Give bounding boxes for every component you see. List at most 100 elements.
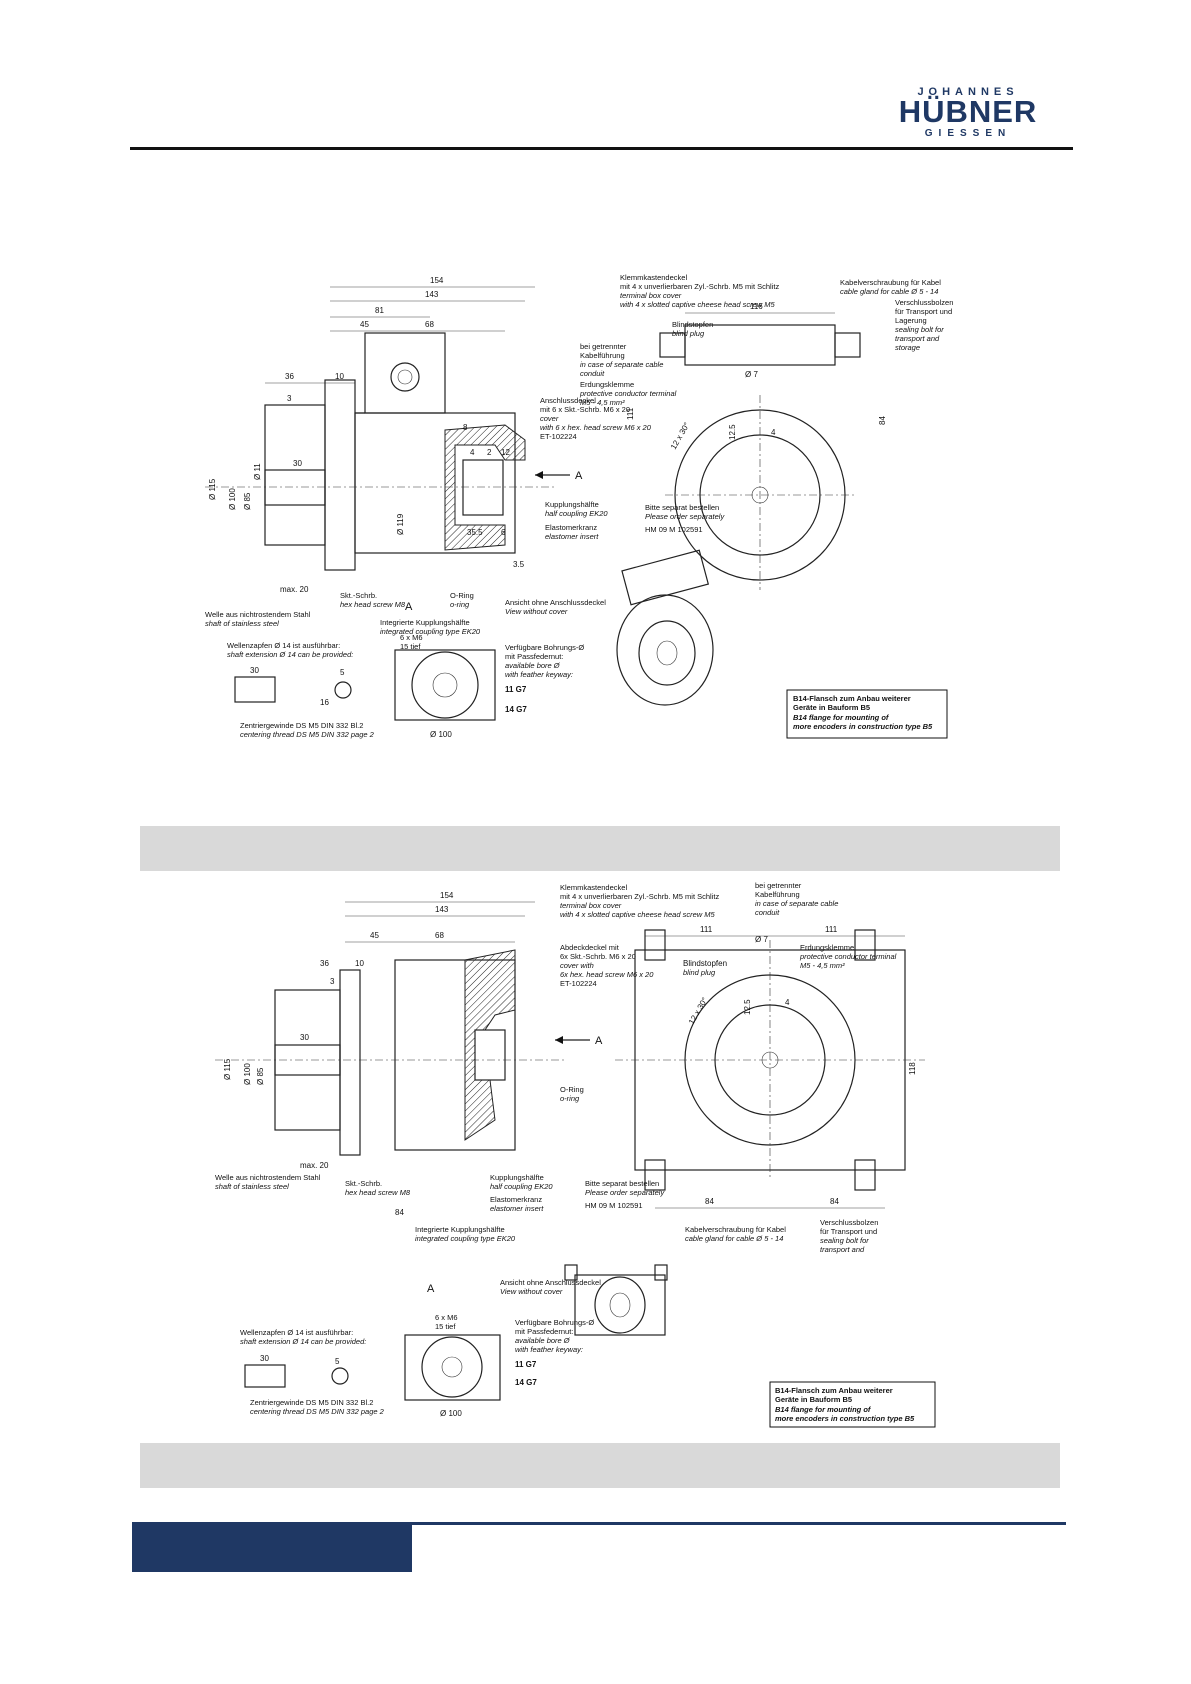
caption-bar-1 <box>140 826 1060 871</box>
label2-separate-en: in case of separate cable <box>755 899 838 908</box>
dim-3-5: 3.5 <box>513 560 525 569</box>
label2-half-coupling-en: half coupling EK20 <box>490 1182 553 1191</box>
label2-sealing-de2: für Transport und <box>820 1227 877 1236</box>
label2-15-deep: 15 tief <box>435 1322 456 1331</box>
label2-cable-gland-de: Kabelverschraubung für Kabel <box>685 1225 786 1234</box>
label2-b14-de2: Geräte in Bauform B5 <box>775 1395 852 1404</box>
dim2-30: 30 <box>300 1033 309 1042</box>
dim2-118: 118 <box>908 1062 917 1075</box>
dim-dia-11: Ø 11 <box>253 463 262 480</box>
label2-cover-et: ET-102224 <box>560 979 597 988</box>
dim-4: 4 <box>470 448 475 457</box>
label-sealing-bolt-en2: transport and <box>895 334 940 343</box>
dim-154: 154 <box>430 276 444 285</box>
dim2-111b: 111 <box>825 925 838 934</box>
dim-dia-85: Ø 85 <box>243 492 252 510</box>
label2-oring-en: o-ring <box>560 1094 580 1103</box>
b14-note-box <box>786 689 948 739</box>
label-6xm6: 6 x M6 <box>400 633 423 642</box>
label-terminal-box-en2: with 4 x slotted captive cheese head scr… <box>620 300 775 309</box>
dim2-36: 36 <box>320 959 329 968</box>
label-earth-en2: M5 - 4,5 mm² <box>580 398 625 407</box>
label2-elast-en: elastomer insert <box>490 1204 544 1213</box>
dim-143: 143 <box>425 290 439 299</box>
label2-bore-en2: with feather keyway: <box>515 1345 583 1354</box>
dim2-dia-100: Ø 100 <box>243 1063 252 1085</box>
label2-hm: HM 09 M 102591 <box>585 1201 643 1210</box>
b14-note-box-2 <box>769 1381 936 1428</box>
label-terminal-box-de2: mit 4 x unverlierbaren Zyl.-Schrb. M5 mi… <box>620 282 779 291</box>
label2-shaft-en: shaft of stainless steel <box>215 1182 289 1191</box>
label-shaft-ext-de: Wellenzapfen Ø 14 ist ausführbar: <box>227 641 340 650</box>
label-11g7: 11 G7 <box>505 685 527 694</box>
dim2-12-5: 12.5 <box>743 999 752 1015</box>
label2-blind-en: blind plug <box>683 968 716 977</box>
label-half-coupling-de: Kupplungshälfte <box>545 500 599 509</box>
dim2-3: 3 <box>330 977 335 986</box>
label2-bore-de2: mit Passfedernut: <box>515 1327 573 1336</box>
isometric-sketch-2 <box>564 1264 668 1336</box>
label2-centering-de: Zentriergewinde DS M5 DIN 332 Bl.2 <box>250 1398 373 1407</box>
label-sealing-bolt-en: sealing bolt for <box>895 325 944 334</box>
label-14g7: 14 G7 <box>505 705 527 714</box>
dim-dia-100: Ø 100 <box>228 488 237 510</box>
label-shaft-en: shaft of stainless steel <box>205 619 279 628</box>
label2-b14-en: B14 flange for mounting of <box>775 1405 872 1414</box>
dim-30-ext: 30 <box>250 666 259 675</box>
label2-bore-en: available bore Ø <box>515 1336 571 1345</box>
label2-bore-de: Verfügbare Bohrungs-Ø <box>515 1318 594 1327</box>
label-bore-de: Verfügbare Bohrungs-Ø <box>505 643 584 652</box>
dim-flange-100: Ø 100 <box>430 730 452 739</box>
dim-68: 68 <box>425 320 434 329</box>
caption-bar-2 <box>140 1443 1060 1488</box>
dim-45: 45 <box>360 320 369 329</box>
dim2-143: 143 <box>435 905 449 914</box>
dim-dia-7: Ø 7 <box>745 370 758 379</box>
label-bore-en: available bore Ø <box>505 661 561 670</box>
view-arrow-a: A <box>575 470 583 482</box>
label2-separate-de: bei getrennter <box>755 881 802 890</box>
label2-integ-de: Integrierte Kupplungshälfte <box>415 1225 505 1234</box>
dim-6: 6 <box>501 528 506 537</box>
label-cover-de: Anschlussdeckel <box>540 396 596 405</box>
view2-arrow-a: A <box>595 1035 603 1047</box>
dim-max-20: max. 20 <box>280 585 309 594</box>
label2-cover-en: cover with <box>560 961 594 970</box>
dim-2: 2 <box>487 448 492 457</box>
label-cover-et: ET-102224 <box>540 432 577 441</box>
label-view-without-cover-de: Ansicht ohne Anschlussdeckel <box>505 598 606 607</box>
label-blind-plug-en: blind plug <box>672 329 705 338</box>
label-earth-en: protective conductor terminal <box>579 389 677 398</box>
dim2-84-right: 84 <box>830 1197 839 1206</box>
label2-shaft-ext-en: shaft extension Ø 14 can be provided: <box>240 1337 366 1346</box>
label-cover-de2: mit 6 x Skt.-Schrb. M6 x 20 <box>540 405 630 414</box>
label-shaft-ext-en: shaft extension Ø 14 can be provided: <box>227 650 353 659</box>
dim2-dia-85: Ø 85 <box>256 1067 265 1085</box>
label-half-coupling-en: half coupling EK20 <box>545 509 608 518</box>
isometric-sketch-1 <box>616 549 714 706</box>
label2-earth-en: protective conductor terminal <box>799 952 897 961</box>
label-elastomer-de: Elastomerkranz <box>545 523 597 532</box>
logo-bottom-text: GIESSEN <box>924 128 1012 139</box>
label-separate-en2: conduit <box>580 369 605 378</box>
label2-separate-de2: Kabelführung <box>755 890 800 899</box>
dim-111: 111 <box>626 407 635 420</box>
label2-earth-de: Erdungsklemme <box>800 943 854 952</box>
dim2-4: 4 <box>785 998 790 1007</box>
dim2-dia-7: Ø 7 <box>755 935 768 944</box>
dim-4-right: 4 <box>771 428 776 437</box>
dim2-30-ext: 30 <box>260 1354 269 1363</box>
dim2-84-left: 84 <box>705 1197 714 1206</box>
label-15-deep: 15 tief <box>400 642 421 651</box>
dim-8: 8 <box>463 423 468 432</box>
dim2-45: 45 <box>370 931 379 940</box>
label2-view-without-de: Ansicht ohne Anschlussdeckel <box>500 1278 601 1287</box>
label2-b14-de: B14-Flansch zum Anbau weiterer <box>775 1386 893 1395</box>
dim-81: 81 <box>375 306 384 315</box>
dim2-max-20: max. 20 <box>300 1161 329 1170</box>
label-b14-en: B14 flange for mounting of <box>793 713 890 722</box>
dim-16: 16 <box>320 698 329 707</box>
dim2-dia-115: Ø 115 <box>223 1058 232 1080</box>
label-sealing-bolt-en3: storage <box>895 343 920 352</box>
